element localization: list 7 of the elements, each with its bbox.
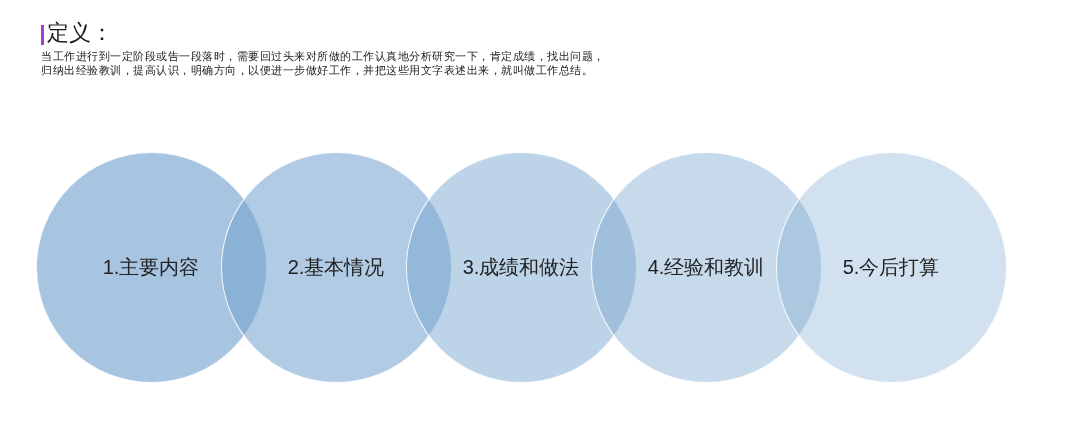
circle-label: 4.经验和教训 — [647, 255, 765, 279]
circle-label: 2.基本情况 — [287, 255, 385, 279]
circle-label: 3.成绩和做法 — [462, 255, 580, 279]
heading: 定义： — [47, 19, 113, 47]
circle-label: 5.今后打算 — [842, 255, 940, 279]
circle-label: 1.主要内容 — [102, 255, 200, 279]
definition-paragraph: 当工作进行到一定阶段或告一段落时，需要回过头来对所做的工作认真地分析研究一下，肯定成绩，找出问题，归纳出经验教训，提高认识，明确方向，以便进一步做好工作，并把这些用文字表述出来，就叫做工作总结。 — [41, 49, 606, 77]
